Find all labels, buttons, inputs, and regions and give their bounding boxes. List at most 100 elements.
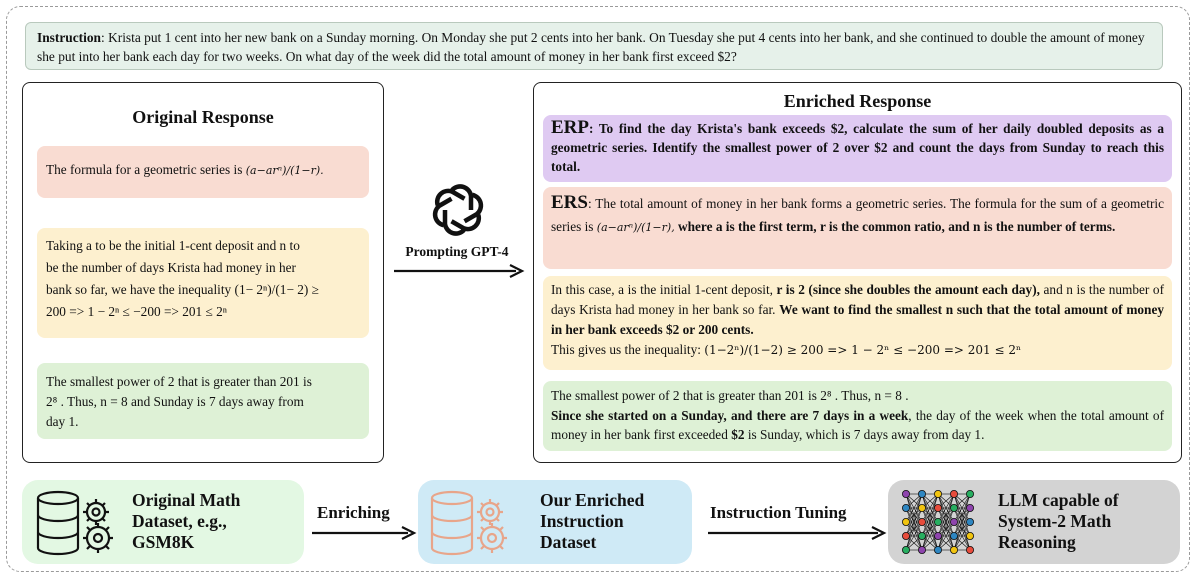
original-conclusion-line3: day 1. bbox=[46, 414, 79, 429]
network-edge bbox=[953, 493, 971, 537]
original-response-panel: Original Response The formula for a geom… bbox=[22, 82, 384, 463]
original-inequality-line3: bank so far, we have the inequality (1− … bbox=[46, 282, 319, 297]
enriched-inequality-math: (1−2ⁿ)/(1−2) ≥ 200 => 1 − 2ⁿ ≤ −200 => 2… bbox=[704, 343, 1022, 357]
enriched-conclusion-line1: The smallest power of 2 that is greater … bbox=[551, 388, 909, 403]
network-edge bbox=[953, 493, 971, 523]
enriching-label: Enriching bbox=[317, 503, 390, 522]
network-edge bbox=[921, 493, 939, 551]
original-conclusion-line1: The smallest power of 2 that is greater … bbox=[46, 374, 312, 389]
network-node bbox=[917, 503, 926, 512]
erp-card: ERP: To find the day Krista's bank excee… bbox=[543, 115, 1172, 182]
network-node bbox=[902, 518, 910, 527]
network-edge bbox=[937, 493, 955, 523]
network-edge bbox=[921, 521, 939, 551]
network-node bbox=[917, 532, 926, 541]
network-edge bbox=[905, 493, 923, 537]
network-node bbox=[950, 490, 959, 498]
network-node bbox=[917, 518, 926, 527]
enriched-conclusion-card: The smallest power of 2 that is greater … bbox=[543, 381, 1172, 451]
enriched-dataset-line3: Dataset bbox=[540, 532, 597, 552]
network-node bbox=[950, 518, 959, 527]
enriched-inequality-part3: This gives us the inequality: bbox=[551, 342, 701, 357]
enriched-dataset-line1: Our Enriched bbox=[540, 490, 645, 510]
network-edge bbox=[905, 493, 923, 523]
network-edge bbox=[921, 493, 939, 537]
prompting-gpt4-label: Prompting GPT-4 bbox=[405, 244, 509, 259]
network-node bbox=[934, 490, 943, 498]
network-edge bbox=[905, 507, 923, 551]
network-edge bbox=[953, 521, 971, 551]
network-node bbox=[966, 546, 975, 555]
ers-tag: ERS bbox=[551, 192, 588, 213]
erp-tag: ERP bbox=[551, 117, 589, 138]
original-inequality-line4: 200 => 1 − 2ⁿ ≤ −200 => 201 ≤ 2ⁿ bbox=[46, 304, 227, 319]
original-formula-card: The formula for a geometric series is (a… bbox=[37, 146, 369, 198]
network-node bbox=[950, 546, 959, 555]
erp-text: : To find the day Krista's bank exceeds … bbox=[551, 121, 1164, 174]
enriched-inequality-part2: and n is the number of days Krista had m… bbox=[551, 282, 1164, 317]
enriched-response-panel: Enriched Response ERP: To find the day K… bbox=[533, 82, 1182, 463]
network-node bbox=[934, 503, 943, 512]
original-inequality-card: Taking a to be the initial 1-cent deposi… bbox=[37, 228, 369, 338]
network-node bbox=[966, 490, 975, 498]
instruction-banner: Instruction: Krista put 1 cent into her … bbox=[25, 22, 1163, 70]
database-gear-icon bbox=[36, 490, 113, 556]
original-inequality-line2: be the number of days Krista had money i… bbox=[46, 260, 296, 275]
enriched-inequality-bold1: r is 2 (since she doubles the amount eac… bbox=[776, 282, 1040, 297]
ers-text: : The total amount of money in her bank … bbox=[551, 196, 1164, 234]
network-edge bbox=[937, 493, 955, 537]
llm-line2: System-2 Math bbox=[998, 511, 1112, 531]
openai-logo-icon bbox=[432, 184, 484, 236]
llm-label: LLM capable of System-2 Math Reasoning bbox=[998, 490, 1119, 553]
network-node bbox=[902, 532, 910, 541]
network-node bbox=[934, 546, 943, 555]
network-edge bbox=[905, 521, 923, 551]
original-inequality-line1: Taking a to be the initial 1-cent deposi… bbox=[46, 238, 300, 253]
enriched-response-title: Enriched Response bbox=[783, 91, 932, 111]
neural-network-icon bbox=[902, 490, 975, 555]
enriched-inequality-bold2: We want to find the smallest n such that… bbox=[551, 302, 1164, 337]
network-edge bbox=[937, 521, 955, 551]
network-node bbox=[966, 518, 975, 527]
network-node bbox=[934, 518, 943, 527]
enriching-arrow bbox=[312, 526, 417, 540]
original-conclusion-line2: 2⁸ . Thus, n = 8 and Sunday is 7 days aw… bbox=[46, 394, 304, 409]
network-node bbox=[917, 490, 926, 498]
llm-line3: Reasoning bbox=[998, 532, 1076, 552]
llm-line1: LLM capable of bbox=[998, 490, 1119, 510]
network-edge bbox=[921, 507, 939, 551]
ers-bold-text: where a is the first term, r is the comm… bbox=[678, 219, 1116, 234]
ers-card: ERS: The total amount of money in her ba… bbox=[543, 187, 1172, 269]
original-dataset-box: Original Math Dataset, e.g., GSM8K bbox=[22, 480, 304, 564]
enriched-conclusion-bold: Since she started on a Sunday, and there… bbox=[551, 407, 909, 423]
network-node bbox=[902, 503, 910, 512]
network-node bbox=[902, 490, 910, 498]
ers-formula-math: (a−arⁿ)/(1−r), bbox=[596, 221, 675, 234]
instruction-tuning-arrow bbox=[708, 526, 887, 540]
network-edge bbox=[921, 493, 939, 523]
network-node bbox=[934, 532, 943, 541]
original-formula-math: (a−arⁿ)/(1−r). bbox=[245, 164, 324, 177]
enriched-conclusion-bold2: $2 bbox=[731, 427, 745, 442]
network-node bbox=[902, 546, 910, 555]
prompt-arrow bbox=[394, 264, 525, 278]
original-dataset-line2: Dataset, e.g., bbox=[132, 511, 227, 531]
original-dataset-line3: GSM8K bbox=[132, 532, 195, 552]
network-edge bbox=[937, 507, 955, 551]
network-node bbox=[966, 503, 975, 512]
original-formula-text: The formula for a geometric series is bbox=[46, 162, 243, 177]
original-dataset-line1: Original Math bbox=[132, 490, 241, 510]
enriched-dataset-line2: Instruction bbox=[540, 511, 624, 531]
enriched-conclusion-rest: , the day of the week when the total amo… bbox=[551, 407, 1164, 443]
enriched-inequality-card: In this case, a is the initial 1-cent de… bbox=[543, 276, 1172, 370]
network-node bbox=[950, 532, 959, 541]
enriched-inequality-part1: In this case, a is the initial 1-cent de… bbox=[551, 282, 773, 297]
network-node bbox=[917, 546, 926, 555]
original-dataset-label: Original Math Dataset, e.g., GSM8K bbox=[132, 490, 240, 553]
figure-frame bbox=[6, 6, 1190, 572]
original-conclusion-card: The smallest power of 2 that is greater … bbox=[37, 363, 369, 439]
network-node bbox=[950, 503, 959, 512]
network-node bbox=[966, 532, 975, 541]
instruction-text: : Krista put 1 cent into her new bank on… bbox=[37, 30, 1145, 64]
network-edge bbox=[905, 493, 923, 551]
